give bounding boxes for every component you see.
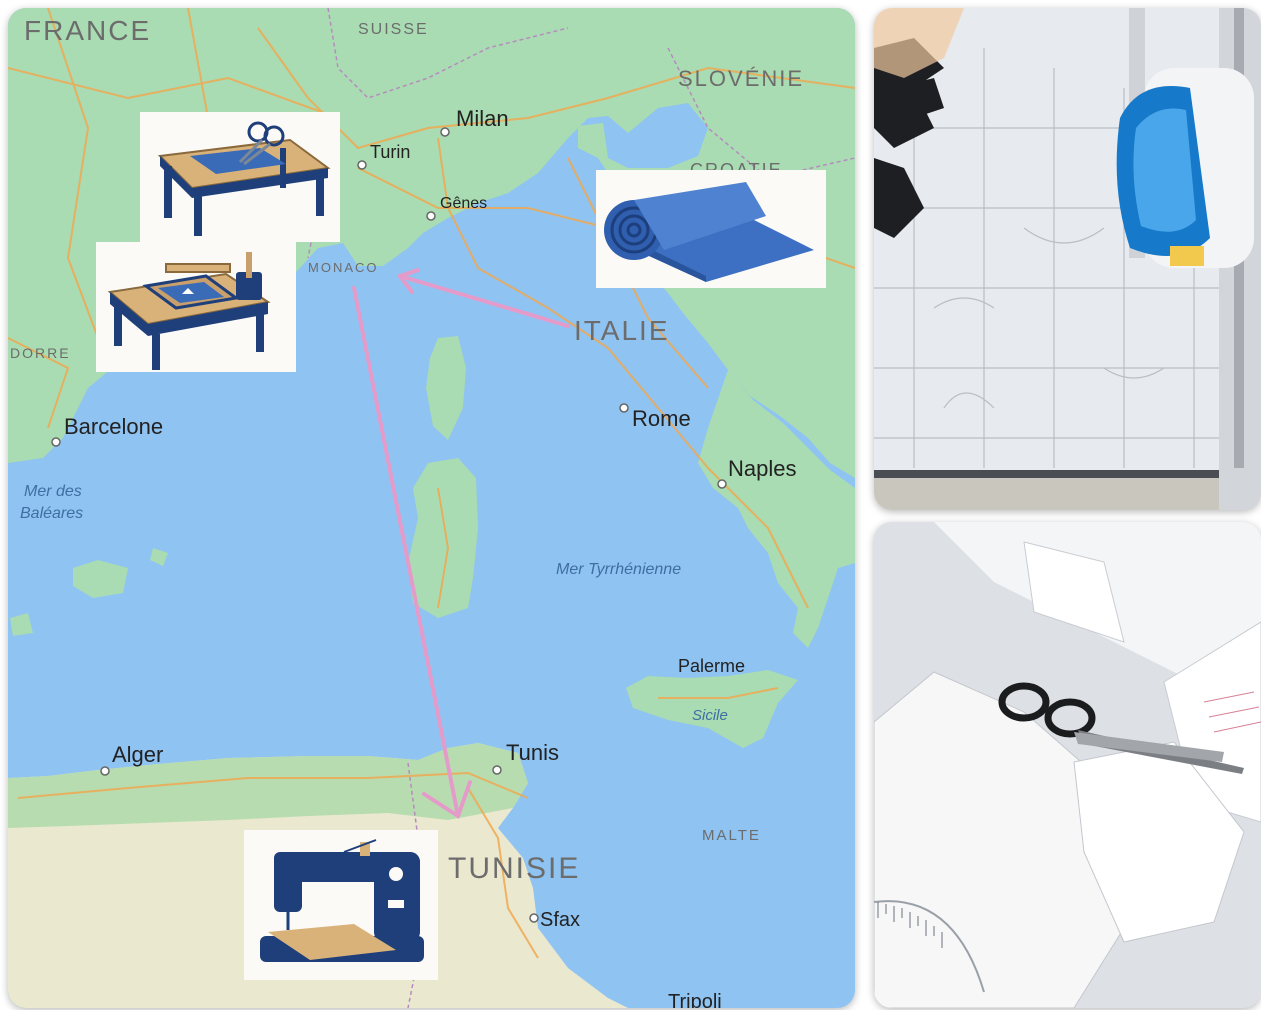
land-italy-south	[698, 370, 855, 648]
fabric-roll-icon	[604, 182, 814, 282]
land-sicily	[626, 670, 798, 748]
country-label-andorre: DORRE	[10, 345, 71, 361]
city-label-sfax: Sfax	[540, 909, 580, 931]
printing-table-icon	[107, 252, 271, 370]
roads	[8, 8, 855, 959]
route-map: Milan Turin Gênes Rome Naples Barcelone …	[8, 8, 855, 1008]
city-label-palerme: Palerme	[678, 656, 745, 676]
sea-label-tyrrhenienne: Mer Tyrrhénienne	[556, 561, 681, 578]
route-arrow-head-monaco	[396, 268, 420, 294]
land-sardinia	[408, 458, 478, 618]
sewing-machine-illustration	[244, 830, 438, 980]
country-label-malte: MALTE	[702, 827, 761, 844]
patterns-scissors-graphic	[874, 522, 1261, 1008]
city-label-tripoli: Tripoli	[668, 991, 722, 1008]
cutting-table-icon	[157, 121, 331, 236]
city-label-alger: Alger	[112, 742, 163, 767]
sea-label-baleares-line1: Mer des	[24, 483, 82, 500]
route-arrow-head-tunisia	[422, 780, 472, 820]
city-markers	[51, 127, 727, 923]
city-label-barcelone: Barcelone	[64, 414, 163, 439]
country-label-slovenie: SLOVÉNIE	[678, 66, 804, 91]
city-label-genes: Gênes	[440, 195, 487, 212]
sewing-machine-icon	[260, 839, 424, 962]
country-label-italie: ITALIE	[574, 315, 670, 346]
route-arrow-monaco-to-tunisia	[352, 286, 460, 818]
printing-table-illustration	[96, 242, 296, 372]
fabric-roll-illustration	[596, 170, 826, 288]
coast-green-strip	[8, 743, 528, 828]
city-label-turin: Turin	[370, 142, 410, 162]
scissors-shape	[998, 682, 1244, 774]
city-label-tunis: Tunis	[506, 740, 559, 765]
land-corsica	[426, 336, 466, 440]
sea-label-sicile: Sicile	[692, 707, 728, 724]
country-label-suisse: SUISSE	[358, 21, 429, 38]
city-label-milan: Milan	[456, 106, 509, 131]
fabric-cutting-machine-photo	[874, 8, 1261, 510]
land-balearics	[10, 548, 168, 636]
cutting-machine-graphic	[874, 8, 1261, 510]
cutting-table-illustration	[140, 112, 340, 242]
paper-patterns-scissors-photo	[874, 522, 1261, 1008]
country-label-france: FRANCE	[24, 15, 151, 46]
city-label-naples: Naples	[728, 456, 796, 481]
city-label-rome: Rome	[632, 406, 691, 431]
route-arrow-italy-to-monaco	[398, 274, 570, 328]
sea-label-baleares-line2: Baléares	[20, 505, 83, 522]
route-arrows	[352, 268, 570, 820]
country-label-tunisie: TUNISIE	[448, 852, 580, 885]
country-label-monaco: MONACO	[308, 260, 379, 275]
